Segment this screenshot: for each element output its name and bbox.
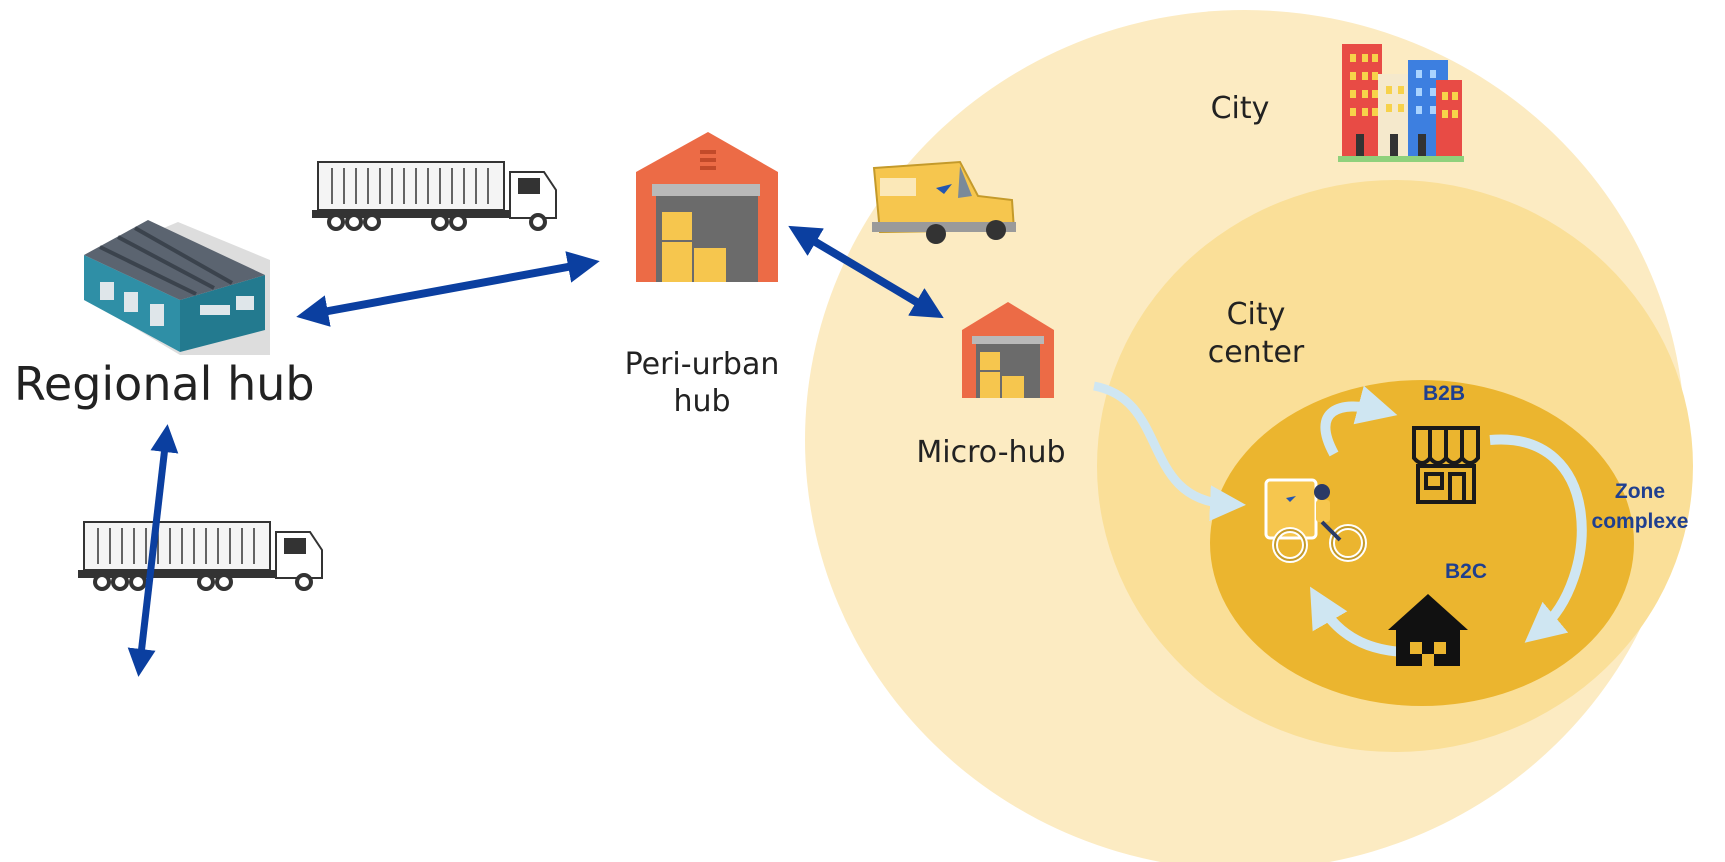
city-center-label-line1: City: [1227, 297, 1286, 332]
container-truck-icon: [312, 161, 557, 231]
bike-to-b2b-flow-arrow: [1320, 385, 1398, 457]
micro-hub-label: Micro-hub: [916, 435, 1065, 470]
b2b-label: B2B: [1423, 382, 1465, 405]
regional-hub-vertical-arrow: [127, 424, 179, 677]
shop-icon: [1412, 426, 1480, 504]
zone-complexe-label-line2: complexe: [1592, 510, 1689, 533]
micro-hub-to-bike-flow-arrow: [1093, 381, 1246, 522]
zone-complexe-label-line1: Zone: [1615, 480, 1665, 503]
city-center-label-line2: center: [1208, 335, 1305, 370]
delivery-van-icon: [872, 160, 1016, 244]
regional-to-peri-urban-arrow: [296, 251, 600, 327]
small-depot-icon: [962, 302, 1054, 398]
house-icon: [1388, 594, 1468, 666]
b2c-to-bike-flow-arrow: [1309, 586, 1405, 657]
peri-urban-hub-label-line1: Peri-urban: [625, 347, 780, 382]
peri-urban-to-micro-hub-arrow: [788, 225, 944, 319]
city-label: City: [1211, 91, 1270, 126]
warehouse-building-icon: [84, 220, 270, 355]
b2b-to-b2c-flow-arrow: [1489, 434, 1587, 643]
depot-with-boxes-icon: [636, 132, 778, 282]
cargo-bike-icon: [1264, 478, 1367, 563]
peri-urban-hub-label-line2: hub: [673, 384, 730, 419]
city-buildings-icon: [1338, 44, 1464, 162]
container-truck-icon: [78, 521, 323, 591]
regional-hub-label: Regional hub: [14, 357, 315, 411]
b2c-label: B2C: [1445, 560, 1487, 583]
